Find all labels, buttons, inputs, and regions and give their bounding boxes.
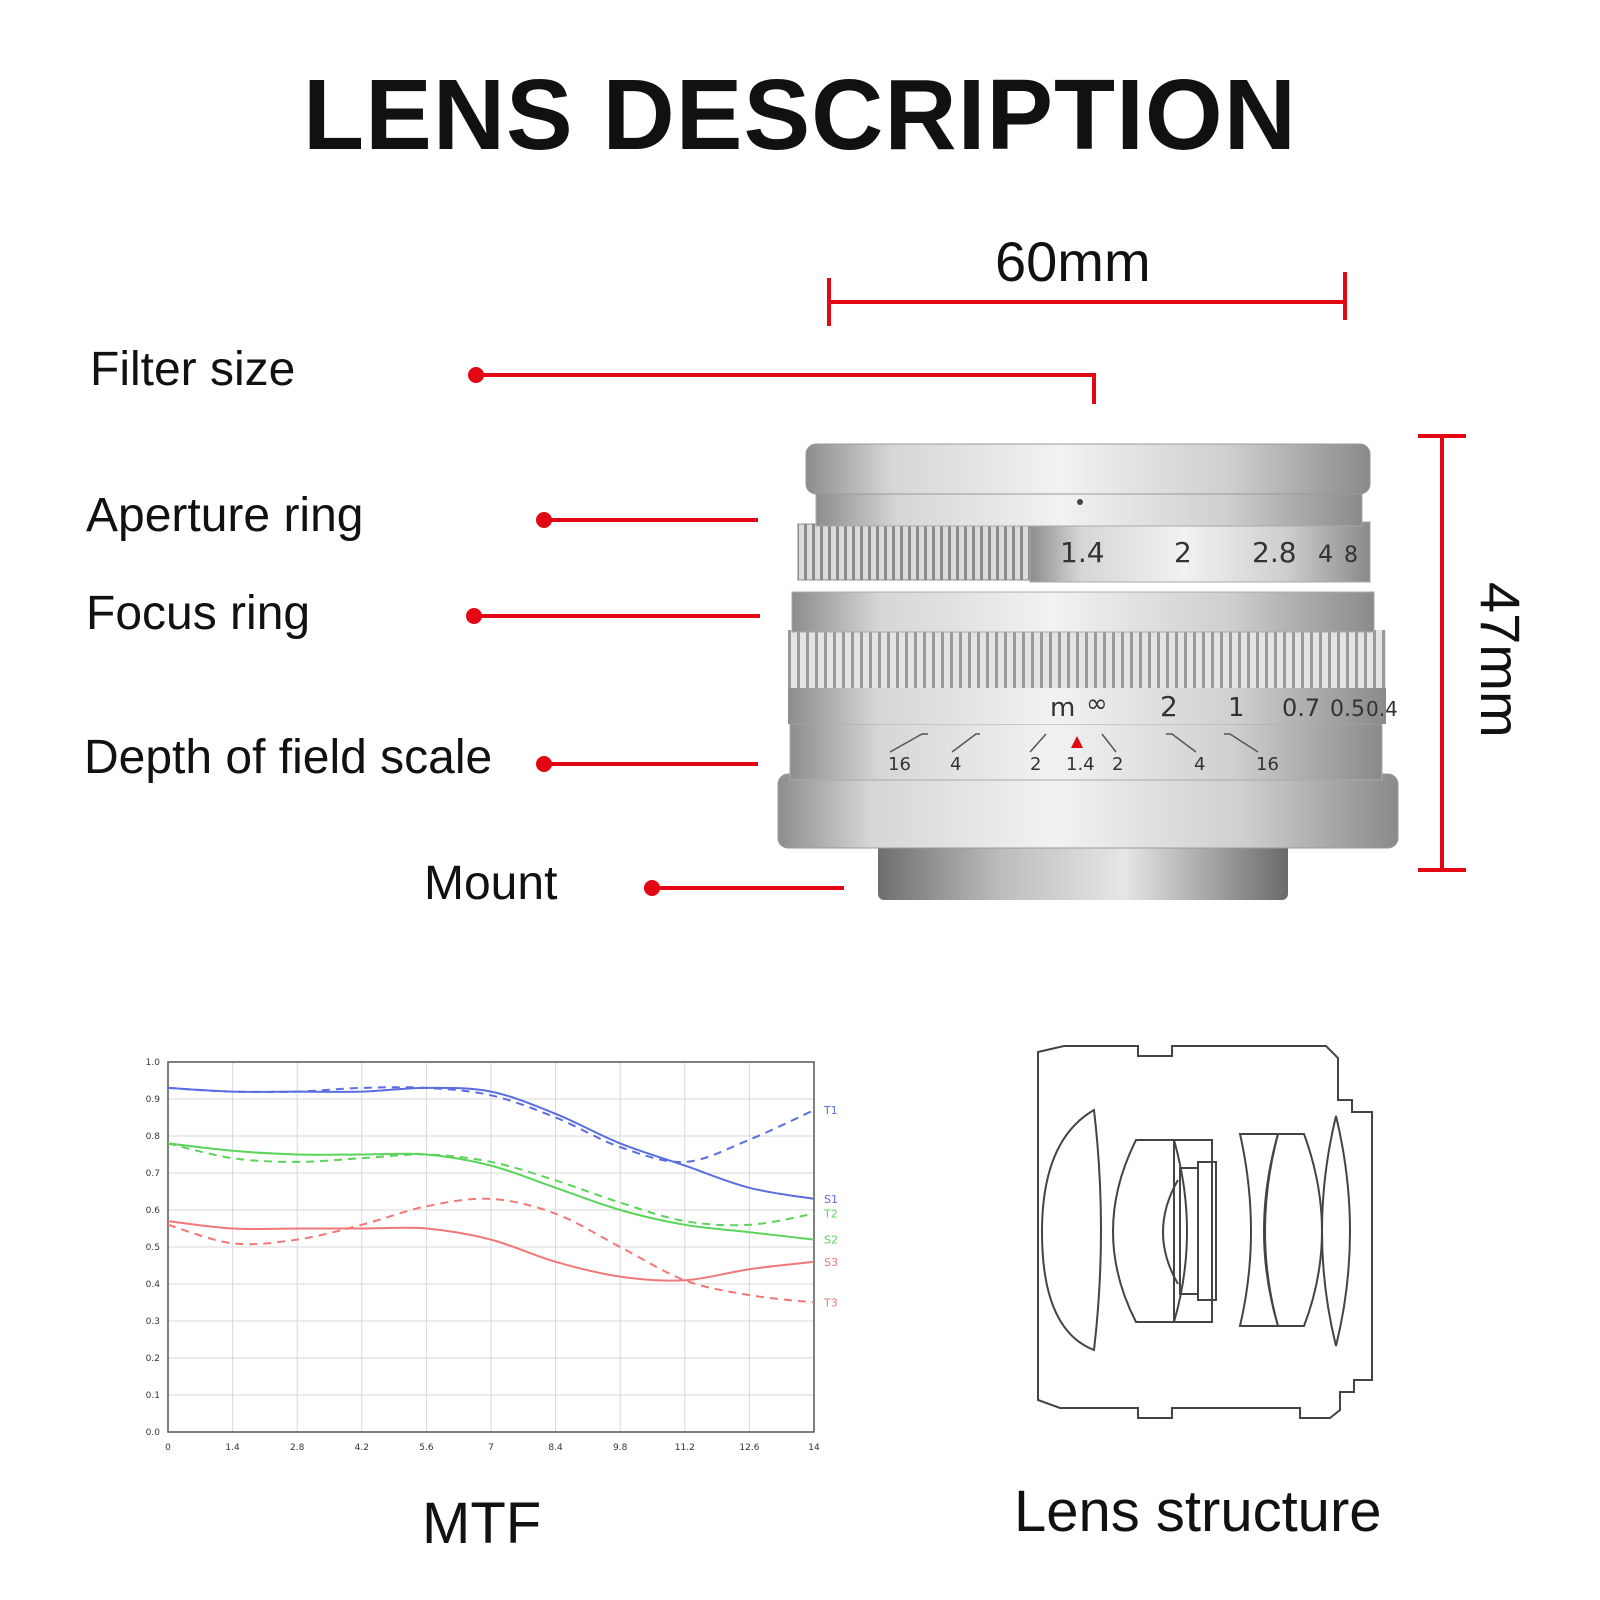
focus-mark: 2 <box>1160 690 1178 723</box>
aperture-mark: 1.4 <box>1060 536 1105 569</box>
aperture-mark: 2 <box>1174 536 1192 569</box>
x-tick-label: 14 <box>808 1443 820 1453</box>
y-tick-label: 0.2 <box>146 1354 160 1364</box>
x-tick-label: 1.4 <box>225 1443 240 1453</box>
series-label: S1 <box>824 1193 838 1206</box>
focus-mark: 0.4 <box>1366 697 1398 721</box>
filter-size-label: Filter size <box>90 343 296 396</box>
series-line-s3 <box>167 1220 815 1282</box>
lens-structure-diagram <box>1037 1045 1373 1419</box>
x-tick-label: 5.6 <box>419 1443 434 1453</box>
aperture-mark: 8 <box>1344 543 1358 568</box>
dof-mark: 16 <box>1256 754 1279 775</box>
y-tick-label: 0.7 <box>146 1169 160 1179</box>
x-tick-label: 4.2 <box>355 1443 369 1453</box>
x-tick-label: 11.2 <box>675 1443 695 1453</box>
plot-frame <box>167 1061 815 1433</box>
dof-scale-leader <box>536 756 758 772</box>
dof-mark: 4 <box>1194 754 1205 775</box>
mount-label: Mount <box>424 857 558 910</box>
y-tick-label: 1.0 <box>146 1058 161 1068</box>
focus-mark: 1 <box>1228 693 1245 723</box>
series-line-t3 <box>167 1197 815 1304</box>
width-dimension-line <box>827 272 1347 326</box>
focus-mark: 0.7 <box>1282 694 1320 722</box>
x-tick-label: 0 <box>165 1443 171 1453</box>
x-tick-label: 9.8 <box>613 1443 628 1453</box>
dof-mark: 2 <box>1030 754 1041 775</box>
series-line-t1 <box>167 1086 815 1163</box>
height-dimension-line <box>1418 434 1466 872</box>
dof-mark: 2 <box>1112 754 1123 775</box>
width-dimension-label: 60mm <box>995 230 1151 293</box>
x-tick-label: 12.6 <box>739 1443 759 1453</box>
focus-ring-label: Focus ring <box>86 587 311 640</box>
x-tick-label: 8.4 <box>548 1443 563 1453</box>
series-line-s1 <box>167 1086 815 1200</box>
focus-ring-leader <box>466 608 760 624</box>
x-tick-label: 7 <box>488 1443 494 1453</box>
infinity-mark: ∞ <box>1086 689 1108 719</box>
series-label: S2 <box>824 1234 838 1247</box>
y-tick-label: 0.8 <box>146 1132 161 1142</box>
y-tick-label: 0.5 <box>146 1243 160 1253</box>
series-label: T1 <box>823 1104 838 1117</box>
series-line-t2 <box>167 1142 815 1227</box>
y-tick-label: 0.0 <box>146 1428 161 1438</box>
focus-unit-mark: m <box>1050 693 1075 723</box>
page-title: LENS DESCRIPTION <box>303 59 1297 171</box>
mtf-caption: MTF <box>422 1491 542 1556</box>
dof-mark: 16 <box>888 754 911 775</box>
series-label: T3 <box>823 1297 838 1310</box>
series-line-s2 <box>167 1142 815 1241</box>
lens-structure-caption: Lens structure <box>1014 1479 1382 1544</box>
y-tick-label: 0.1 <box>146 1391 160 1401</box>
lens-photo: 1.4 2 2.8 4 8 m ∞ 2 1 0.7 0.5 0.4 16 4 2… <box>777 443 1399 900</box>
aperture-mark: 2.8 <box>1252 536 1297 569</box>
y-tick-label: 0.6 <box>146 1206 161 1216</box>
filter-size-leader <box>468 367 1096 404</box>
dof-mark: 4 <box>950 754 961 775</box>
series-label: T2 <box>823 1208 838 1221</box>
dof-mark: 1.4 <box>1066 754 1095 775</box>
y-tick-label: 0.3 <box>146 1317 160 1327</box>
aperture-mark: 4 <box>1318 540 1333 568</box>
y-tick-label: 0.4 <box>146 1280 161 1290</box>
aperture-ring-leader <box>536 512 758 528</box>
series-label: S3 <box>824 1256 838 1269</box>
x-tick-label: 2.8 <box>290 1443 305 1453</box>
aperture-ring-label: Aperture ring <box>86 489 364 542</box>
y-tick-label: 0.9 <box>146 1095 161 1105</box>
mount-leader <box>644 880 844 896</box>
focus-mark: 0.5 <box>1330 697 1365 722</box>
depth-of-field-scale-label: Depth of field scale <box>84 731 493 784</box>
